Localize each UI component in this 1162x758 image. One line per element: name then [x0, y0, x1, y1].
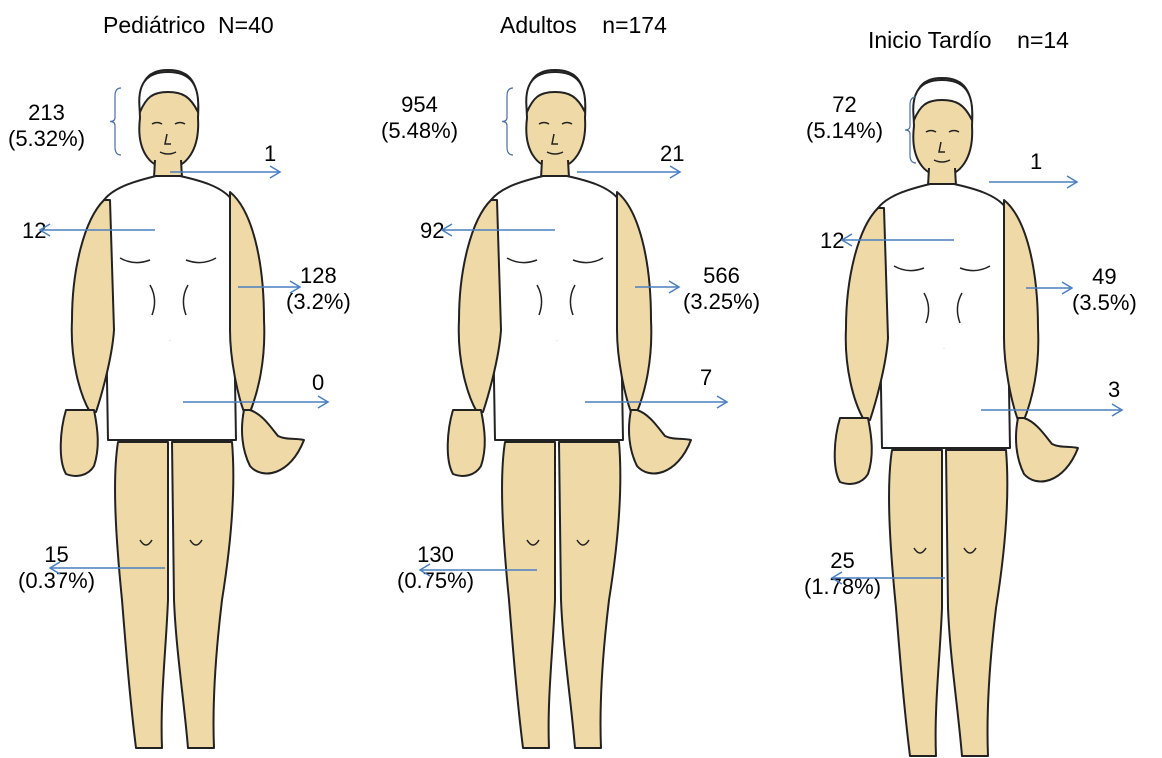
- arm-count: 128: [286, 263, 351, 289]
- right-arm-shape: [1004, 200, 1038, 420]
- leg-count: 15: [18, 542, 95, 568]
- right-leg-shape: [559, 442, 620, 748]
- left-leg-shape: [889, 450, 942, 756]
- figure-group: [61, 70, 304, 748]
- arm-percent: (3.5%): [1072, 290, 1137, 316]
- arm-label: 49 (3.5%): [1072, 264, 1137, 316]
- left-hand-shape: [61, 410, 98, 476]
- leg-percent: (1.78%): [804, 574, 881, 600]
- head-percent: (5.14%): [806, 118, 883, 144]
- arm-label: 566 (3.25%): [683, 263, 760, 315]
- leg-count: 130: [397, 542, 474, 568]
- right-hand-shape: [629, 410, 691, 473]
- head-count: 213: [8, 100, 85, 126]
- arm-label: 128 (3.2%): [286, 263, 351, 315]
- arm-percent: (3.2%): [286, 289, 351, 315]
- head-label: 954 (5.48%): [381, 92, 458, 144]
- figure-group: [448, 70, 691, 748]
- left-hand-shape: [835, 418, 872, 484]
- head-count: 954: [381, 92, 458, 118]
- right-leg-shape: [946, 450, 1007, 756]
- leg-label: 25 (1.78%): [804, 548, 881, 600]
- head-percent: (5.48%): [381, 118, 458, 144]
- head-count: 72: [806, 92, 883, 118]
- right-arm-shape: [230, 192, 264, 412]
- neck-label: 21: [660, 141, 684, 167]
- head-label: 72 (5.14%): [806, 92, 883, 144]
- neck-label: 1: [264, 141, 276, 167]
- torso-shape: [878, 184, 1010, 448]
- right-hand-shape: [1016, 418, 1078, 481]
- panel-late-onset: Inicio Tardío n=14 72 (5.14%) 1 12 49 (3…: [774, 0, 1161, 758]
- left-hand-shape: [448, 410, 485, 476]
- right-hand-shape: [242, 410, 304, 473]
- head-percent: (5.32%): [8, 126, 85, 152]
- leg-percent: (0.75%): [397, 568, 474, 594]
- right-leg-shape: [172, 442, 233, 748]
- left-leg-shape: [502, 442, 555, 748]
- arm-count: 49: [1072, 264, 1137, 290]
- panel-adults: Adultos n=174 954 (5.48%) 21 92 566 (3.2…: [387, 0, 774, 758]
- groin-label: 0: [312, 370, 324, 396]
- leg-label: 130 (0.75%): [397, 542, 474, 594]
- groin-label: 3: [1108, 377, 1120, 403]
- torso-shape: [491, 176, 623, 440]
- panel-pediatric: Pediátrico N=40 213 (5.32%) 1 12 128 (3.…: [0, 0, 387, 758]
- left-leg-shape: [115, 442, 168, 748]
- torso-shape: [104, 176, 236, 440]
- leg-label: 15 (0.37%): [18, 542, 95, 594]
- head-label: 213 (5.32%): [8, 100, 85, 152]
- arm-count: 566: [683, 263, 760, 289]
- figure-group: [835, 78, 1078, 756]
- groin-label: 7: [700, 365, 712, 391]
- neck-label: 1: [1030, 149, 1042, 175]
- leg-count: 25: [804, 548, 881, 574]
- arm-percent: (3.25%): [683, 289, 760, 315]
- right-arm-shape: [617, 192, 651, 412]
- torso-label: 92: [420, 218, 444, 244]
- leg-percent: (0.37%): [18, 568, 95, 594]
- torso-label: 12: [22, 218, 46, 244]
- torso-label: 12: [820, 228, 844, 254]
